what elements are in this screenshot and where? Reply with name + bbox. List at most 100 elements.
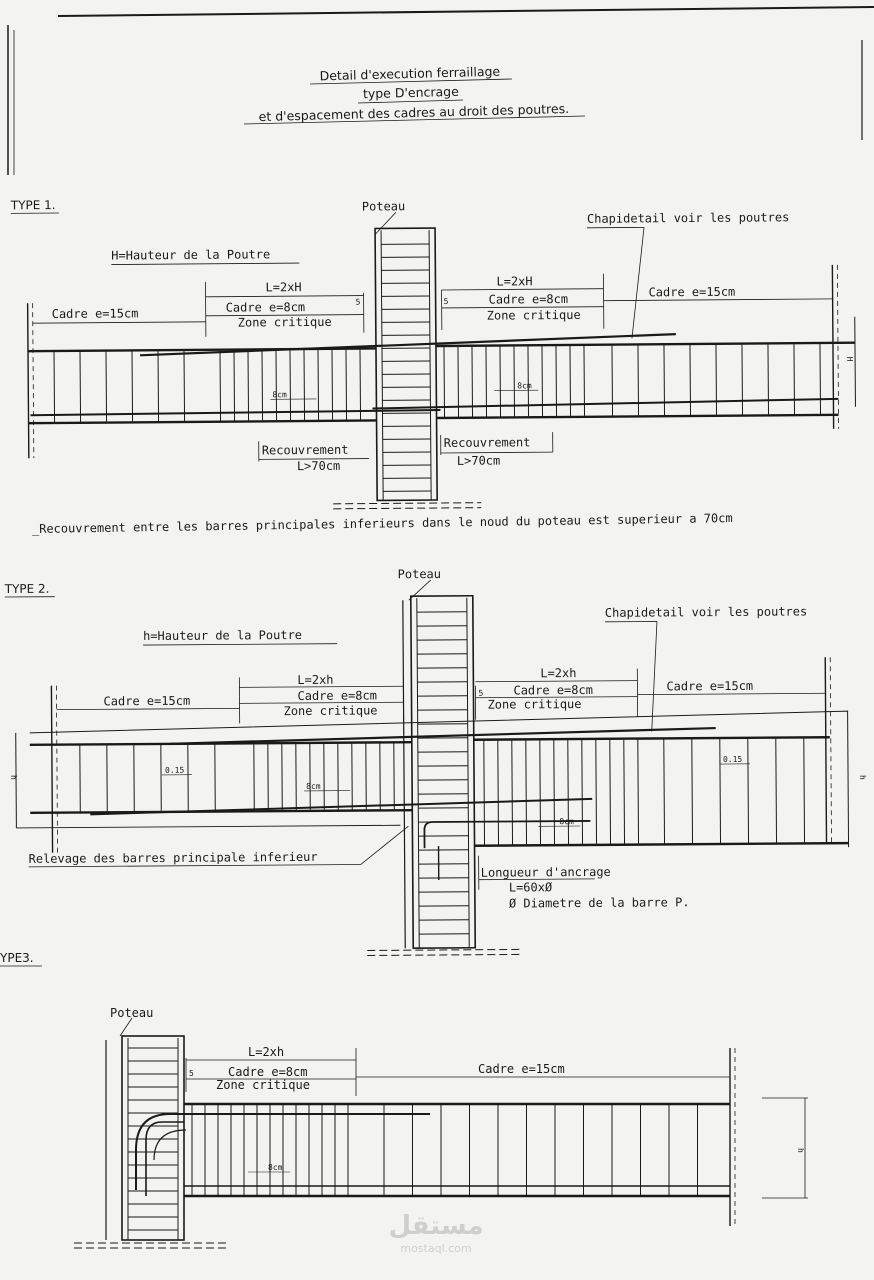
type2-l-right: L=2xh — [540, 666, 576, 680]
type1-stirrup — [663, 345, 666, 416]
type1-stirrup — [105, 351, 108, 422]
type1-poteau-label: Poteau — [362, 199, 405, 213]
type1-annotations: H=Hauteur de la Poutre Chapidetail voir … — [32, 210, 833, 510]
type1-stirrup — [443, 346, 446, 417]
type1-cadre-left: Cadre e=15cm — [52, 306, 139, 321]
type2-stirrup — [497, 740, 500, 845]
type1-stirrup — [317, 349, 320, 420]
type3-heading: YPE3. — [0, 951, 34, 965]
type3-h-mark: h — [796, 1148, 805, 1153]
type1-stirrup — [359, 349, 362, 420]
type1-stirrup — [485, 346, 488, 417]
type2-beam: h h — [9, 657, 867, 880]
type3-detail: YPE3. Poteau h 5 — [0, 951, 808, 1249]
type3-cadre15: Cadre e=15cm — [478, 1062, 565, 1076]
type1-spacing-left: 8cm — [272, 390, 287, 399]
type1-zone-left: Zone critique — [238, 315, 332, 330]
type2-stirrup — [553, 740, 556, 845]
sheet-top-border — [57, 6, 874, 17]
type1-l-left: L=2xH — [265, 280, 301, 294]
type2-stirrup — [663, 739, 666, 844]
type1-stirrup — [331, 349, 334, 420]
type2-poteau-label: Poteau — [398, 567, 441, 581]
watermark-site: mostaql.com — [400, 1242, 471, 1255]
type2-zone-left: Zone critique — [284, 703, 378, 718]
type2-stirrup — [581, 739, 584, 844]
type2-stirrup — [719, 739, 722, 844]
type2-dim-right: 0.15 — [723, 755, 743, 764]
type2-stirrup — [595, 739, 598, 844]
type1-stirrup — [53, 352, 56, 423]
type1-recouv-left: Recouvrement — [262, 443, 349, 458]
type1-beam: H — [26, 264, 856, 459]
type1-h-mark: H — [845, 357, 854, 362]
type3-spacing: 8cm — [268, 1163, 283, 1172]
type2-heading: TYPE 2. — [4, 582, 50, 596]
type2-stirrup — [637, 739, 640, 844]
type2-stirrup — [803, 738, 806, 843]
type1-stirrup — [555, 346, 558, 417]
type2-stirrup — [623, 739, 626, 844]
type1-stirrup — [611, 345, 614, 416]
type1-stirrup — [583, 345, 586, 416]
type2-stirrup — [609, 739, 612, 844]
type1-stirrup — [457, 346, 460, 417]
type1-stirrup — [513, 346, 516, 417]
type2-chapi-label: Chapidetail voir les poutres — [605, 604, 807, 619]
type1-stirrup — [261, 350, 264, 421]
type1-recouv-right: Recouvrement — [444, 435, 531, 450]
type2-stirrup — [525, 740, 528, 845]
type2-cadre8-right: Cadre e=8cm — [513, 683, 593, 698]
type1-stirrup — [767, 344, 770, 415]
type1-stirrup — [471, 346, 474, 417]
type2-zone-right: Zone critique — [487, 697, 581, 712]
type1-l-right: L=2xH — [496, 274, 532, 288]
type1-lgt-right: L>70cm — [457, 454, 500, 468]
type3-zone: Zone critique — [216, 1078, 310, 1092]
type3-poteau-label: Poteau — [110, 1006, 153, 1020]
type1-stirrup — [157, 351, 160, 422]
type1-stirrup — [741, 344, 744, 415]
type1-spacing-right: 8cm — [517, 381, 532, 390]
type1-stirrup — [233, 350, 236, 421]
type1-cadre8-left: Cadre e=8cm — [226, 300, 306, 315]
type2-detail: TYPE 2. Poteau — [4, 567, 867, 956]
type3-five: 5 — [189, 1069, 194, 1078]
type1-five-left: 5 — [356, 298, 361, 307]
type3-column: Poteau — [105, 1006, 185, 1241]
type1-five-right: 5 — [444, 297, 449, 306]
title-line-1: Detail d'execution ferraillage — [319, 64, 500, 84]
type1-stirrup — [689, 345, 692, 416]
type1-stirrup — [637, 345, 640, 416]
type1-stirrup — [247, 350, 250, 421]
type1-cadre-right: Cadre e=15cm — [648, 285, 735, 300]
type3-cadre8: Cadre e=8cm — [228, 1065, 307, 1079]
type1-stirrup — [131, 351, 134, 422]
type2-formula: L=60xØ — [509, 880, 553, 894]
type2-stirrup — [539, 740, 542, 845]
type1-zone-right: Zone critique — [487, 308, 581, 323]
type1-stirrup — [819, 343, 822, 414]
type2-stirrup — [567, 740, 570, 845]
type2-longueur-label: Longueur d'ancrage — [481, 865, 611, 880]
type3-annotations: 5 L=2xh Cadre e=8cm Zone critique Cadre … — [74, 1045, 730, 1249]
type2-h-right: h — [858, 775, 867, 780]
watermark-arabic: مستقل — [388, 1211, 483, 1241]
title-line-2: type D'encrage — [363, 84, 460, 102]
type2-dim-left: 0.15 — [165, 766, 185, 775]
type1-stirrup — [499, 346, 502, 417]
type1-hauteur-label: H=Hauteur de la Poutre — [111, 247, 270, 262]
title-line-3: et d'espacement des cadres au droit des … — [258, 101, 569, 124]
type1-stirrup — [793, 344, 796, 415]
type1-cadre8-right: Cadre e=8cm — [489, 292, 569, 307]
type2-cadre-left: Cadre e=15cm — [103, 694, 190, 709]
type2-h-left: h — [9, 775, 18, 780]
type1-detail: TYPE 1. Poteau — [10, 198, 856, 536]
type1-note: _Recouvrement entre les barres principal… — [32, 511, 733, 536]
type2-hauteur-label: h=Hauteur de la Poutre — [143, 628, 302, 643]
type2-annotations: h=Hauteur de la Poutre Chapidetail voir … — [29, 604, 826, 956]
type1-stirrup — [275, 350, 278, 421]
type2-five-right: 5 — [478, 689, 483, 698]
type1-heading: TYPE 1. — [10, 198, 56, 212]
